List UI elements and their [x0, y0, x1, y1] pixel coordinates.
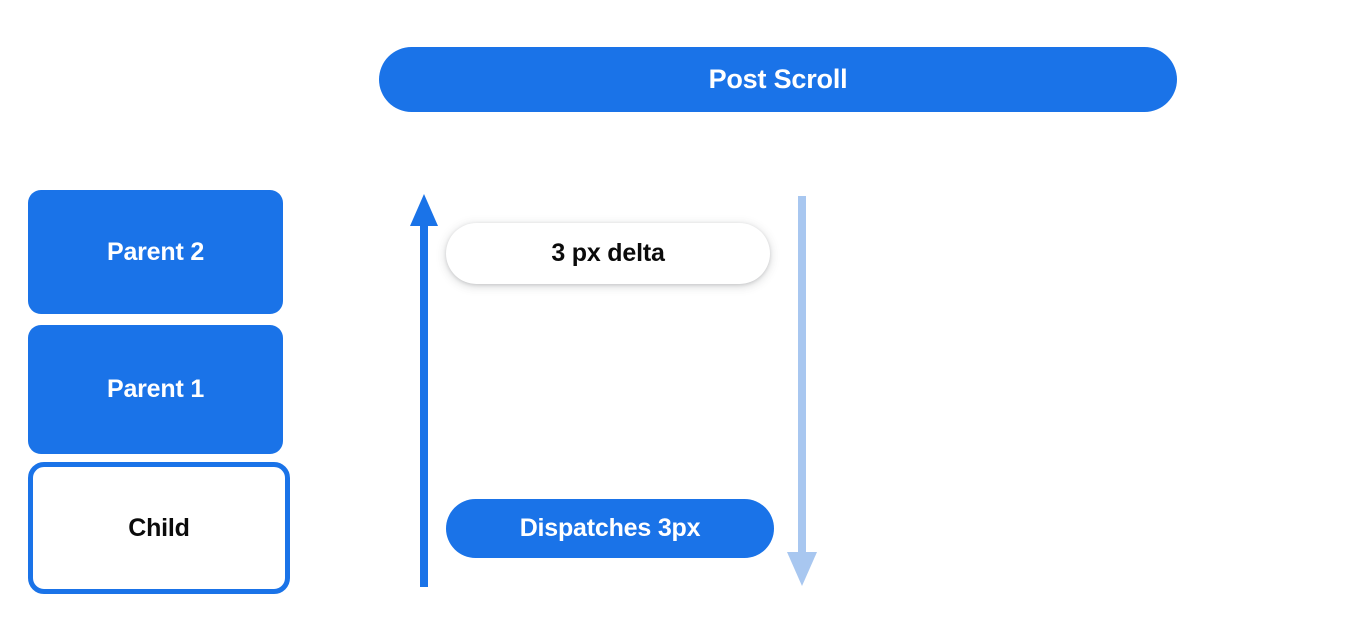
post-scroll-header: Post Scroll: [379, 47, 1177, 112]
box-parent-2: Parent 2: [28, 190, 283, 314]
post-scroll-header-label: Post Scroll: [708, 64, 848, 94]
box-parent-2-label: Parent 2: [106, 237, 205, 266]
scroll-up-arrow: [410, 194, 438, 587]
box-child-label: Child: [128, 513, 190, 542]
box-parent-1: Parent 1: [28, 325, 283, 454]
scroll-down-arrow: [787, 196, 817, 586]
box-child: Child: [28, 462, 290, 594]
dispatch-note-pill: Dispatches 3px: [446, 499, 774, 558]
delta-note-label: 3 px delta: [551, 239, 665, 267]
box-parent-1-label: Parent 1: [106, 375, 205, 403]
dispatch-note-label: Dispatches 3px: [519, 514, 701, 542]
delta-note-pill: 3 px delta: [446, 223, 770, 284]
